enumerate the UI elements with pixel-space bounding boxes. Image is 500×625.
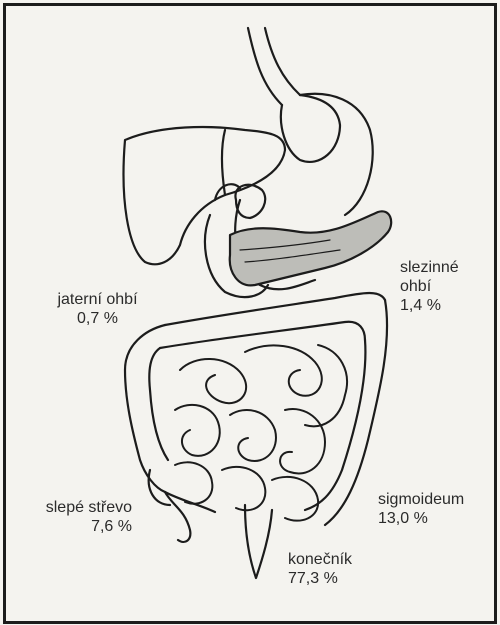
cecum-value: 7,6 % xyxy=(22,517,132,536)
label-cecum: slepé střevo 7,6 % xyxy=(22,498,132,536)
pancreas xyxy=(230,211,391,285)
rectum xyxy=(245,505,272,578)
sigmoid-value: 13,0 % xyxy=(378,509,488,528)
splenic-flexure-name-line2: ohbí xyxy=(400,277,485,296)
rectum-value: 77,3 % xyxy=(288,569,378,588)
label-splenic-flexure: slezinné ohbí 1,4 % xyxy=(400,258,485,315)
esophagus xyxy=(248,28,300,105)
label-hepatic-flexure: jaterní ohbí 0,7 % xyxy=(40,290,155,328)
hepatic-flexure-value: 0,7 % xyxy=(40,309,155,328)
label-rectum: konečník 77,3 % xyxy=(288,550,378,588)
splenic-flexure-value: 1,4 % xyxy=(400,296,485,315)
sigmoid-name: sigmoideum xyxy=(378,490,488,509)
appendix xyxy=(149,470,191,542)
rectum-name: konečník xyxy=(288,550,378,569)
cecum-name: slepé střevo xyxy=(22,498,132,517)
splenic-flexure-name-line1: slezinné xyxy=(400,258,485,277)
small-intestine xyxy=(175,345,347,521)
colon xyxy=(125,293,387,525)
hepatic-flexure-name: jaterní ohbí xyxy=(57,291,137,308)
label-sigmoid: sigmoideum 13,0 % xyxy=(378,490,488,528)
